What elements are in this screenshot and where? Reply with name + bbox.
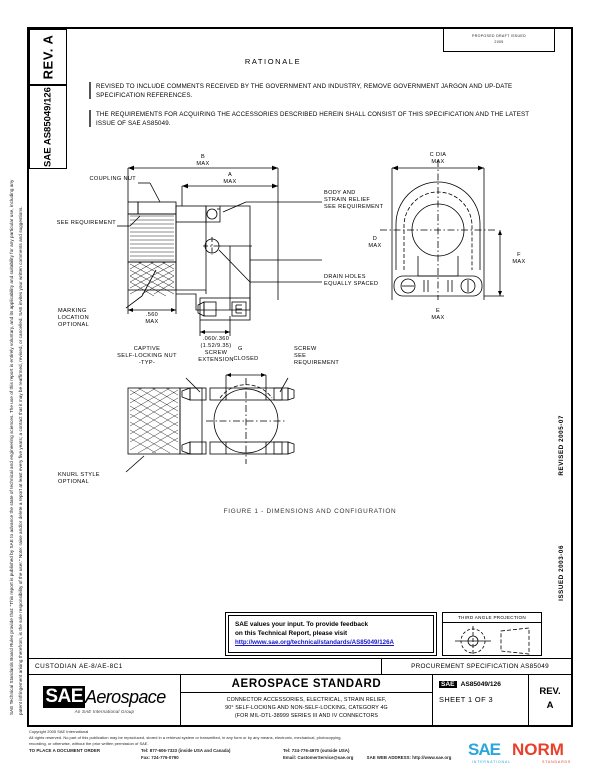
legal-notice-text: SAE Technical Standards Board Rules prov… xyxy=(9,179,23,715)
sae-logo: SAE Aerospace An SAE International Group xyxy=(29,675,181,725)
copyright-line-2: All rights reserved. No part of this pub… xyxy=(29,734,342,740)
label-see-requirement: SEE REQUIREMENT xyxy=(56,220,116,226)
standard-title-cell: AEROSPACE STANDARD CONNECTOR ACCESSORIES… xyxy=(181,675,433,725)
label-b-max: B MAX xyxy=(196,154,210,168)
third-angle-projection-symbol xyxy=(455,626,530,656)
figure-1-drawing: B MAX A MAX COUPLING NUT SEE REQUIREMENT… xyxy=(57,150,560,540)
rationale-body: REVISED TO INCLUDE COMMENTS RECEIVED BY … xyxy=(89,82,542,138)
document-number-cell: SAE AS85049/126 SHEET 1 OF 3 xyxy=(433,675,529,725)
label-c-dia-max: C DIA MAX xyxy=(429,152,447,166)
revision-label: REV. xyxy=(539,686,561,697)
order-tel-inside: Tel: 877-606-7323 (inside USA and Canada… xyxy=(141,747,231,753)
label-g: G xyxy=(238,346,243,352)
standard-description-line-3: (FOR MIL-DTL-38999 SERIES III AND IV CON… xyxy=(234,713,379,720)
revision-value: A xyxy=(546,699,554,711)
copyright-line-3: recording, or otherwise, without the pri… xyxy=(29,740,149,746)
label-drain-holes: DRAIN HOLES EQUALLY SPACED xyxy=(324,274,379,288)
order-fax: Fax: 724-776-0790 xyxy=(141,754,179,760)
rationale-paragraph-1-text: REVISED TO INCLUDE COMMENTS RECEIVED BY … xyxy=(96,83,513,100)
label-a-max: A MAX xyxy=(223,172,237,186)
rationale-title: RATIONALE xyxy=(244,57,302,66)
web-address-label: SAE WEB ADDRESS: xyxy=(366,754,412,760)
order-phone-block: Tel: 877-606-7323 (inside USA and Canada… xyxy=(141,748,283,762)
standard-description-line-2: 90° SELF-LOCKING AND NON-SELF-LOCKING, C… xyxy=(225,705,388,712)
drawing-frame-outer xyxy=(27,27,573,727)
order-label: TO PLACE A DOCUMENT ORDER xyxy=(29,747,101,753)
rationale-paragraph-2: THE REQUIREMENTS FOR ACQUIRING THE ACCES… xyxy=(89,109,542,129)
procurement-spec-label: PROCUREMENT SPECIFICATION AS85049 xyxy=(411,663,549,670)
label-marking-location: MARKING LOCATION OPTIONAL xyxy=(58,308,90,329)
order-info-row: TO PLACE A DOCUMENT ORDER Tel: 877-606-7… xyxy=(29,748,575,762)
third-angle-projection-box: THIRD ANGLE PROJECTION xyxy=(442,612,542,656)
label-screw-extension: .060/.360 (1.52/9.35) SCREW EXTENSION xyxy=(198,336,234,364)
copyright-line-1: Copyright 2005 SAE International xyxy=(29,729,89,734)
rationale-paragraph-2-text: THE REQUIREMENTS FOR ACQUIRING THE ACCES… xyxy=(96,110,530,128)
label-screw-see-requirement: SCREW SEE REQUIREMENT xyxy=(294,346,340,367)
custodian-label: CUSTODIAN AE-8/AE-8C1 xyxy=(35,663,123,670)
feedback-line-1: SAE values your input. To provide feedba… xyxy=(235,621,369,628)
feedback-line-2: on this Technical Report, please visit xyxy=(235,630,348,638)
standard-description: CONNECTOR ACCESSORIES, ELECTRICAL, STRAI… xyxy=(181,693,432,721)
label-g-closed: CLOSED xyxy=(233,356,259,362)
draft-status-line1: PROPOSED DRAFT ISSUED xyxy=(472,34,526,39)
document-number-value: AS85049/126 xyxy=(460,681,501,688)
rev-box: REV. A xyxy=(29,29,67,85)
change-bar xyxy=(89,82,91,99)
custodian-row: CUSTODIAN AE-8/AE-8C1 PROCUREMENT SPECIF… xyxy=(29,658,571,675)
draft-status-box: PROPOSED DRAFT ISSUED 2005 xyxy=(443,28,555,52)
revision-cell: REV. A xyxy=(529,675,571,725)
document-number-box: SAE AS85049/126 xyxy=(29,85,67,169)
change-bar xyxy=(89,109,91,127)
sae-mini-logo: SAE xyxy=(439,681,457,688)
label-captive-self-locking-nut: CAPTIVE SELF-LOCKING NUT -TYP- xyxy=(117,346,177,367)
feedback-box: SAE values your input. To provide feedba… xyxy=(225,612,437,656)
rationale-paragraph-1: REVISED TO INCLUDE COMMENTS RECEIVED BY … xyxy=(89,82,542,101)
sheet-number: SHEET 1 OF 3 xyxy=(439,695,493,704)
standard-description-line-1: CONNECTOR ACCESSORIES, ELECTRICAL, STRAI… xyxy=(226,697,387,703)
order-contact-block: Tel: 724-776-4970 (outside USA) Email: C… xyxy=(283,748,451,762)
document-number-label: SAE AS85049/126 xyxy=(42,87,54,167)
sae-logo-mark: SAE Aerospace xyxy=(43,686,166,708)
web-address-value: http://www.sae.org xyxy=(412,754,452,760)
label-d-max: D MAX xyxy=(368,236,382,250)
sae-logo-script: Aerospace xyxy=(84,686,166,707)
standard-heading: AEROSPACE STANDARD xyxy=(181,675,432,693)
legal-notice: SAE Technical Standards Board Rules prov… xyxy=(8,175,28,715)
sae-logo-subtitle: An SAE International Group xyxy=(74,709,135,714)
feedback-box-inner: SAE values your input. To provide feedba… xyxy=(228,615,434,653)
title-block: SAE Aerospace An SAE International Group… xyxy=(29,675,571,725)
label-body-strain-relief: BODY AND STRAIN RELIEF SEE REQUIREMENT xyxy=(324,190,384,211)
label-560-max: .560 MAX xyxy=(145,312,159,326)
order-email: Email: CustomerService@sae.org xyxy=(283,754,354,760)
label-e-max: E MAX xyxy=(431,308,445,322)
label-coupling-nut: COUPLING NUT xyxy=(89,176,136,182)
draft-status-line2: 2005 xyxy=(494,39,504,44)
figure-caption: FIGURE 1 - DIMENSIONS AND CONFIGURATION xyxy=(223,508,397,515)
figure-1-geometry xyxy=(117,160,504,473)
issued-date: ISSUED 2003-06 xyxy=(558,545,565,601)
order-tel-outside: Tel: 724-776-4970 (outside USA) xyxy=(283,747,350,753)
document-number-row: SAE AS85049/126 xyxy=(439,681,528,688)
label-knurl-style: KNURL STYLE OPTIONAL xyxy=(58,472,100,486)
third-angle-projection-title: THIRD ANGLE PROJECTION xyxy=(443,613,541,623)
custodian-divider xyxy=(381,659,383,674)
sae-logo-text: SAE xyxy=(43,686,85,708)
copyright-block: Copyright 2005 SAE International All rig… xyxy=(29,729,575,762)
feedback-link[interactable]: http://www.sae.org/technical/standards/A… xyxy=(235,639,394,647)
label-f-max: F MAX xyxy=(512,252,526,266)
